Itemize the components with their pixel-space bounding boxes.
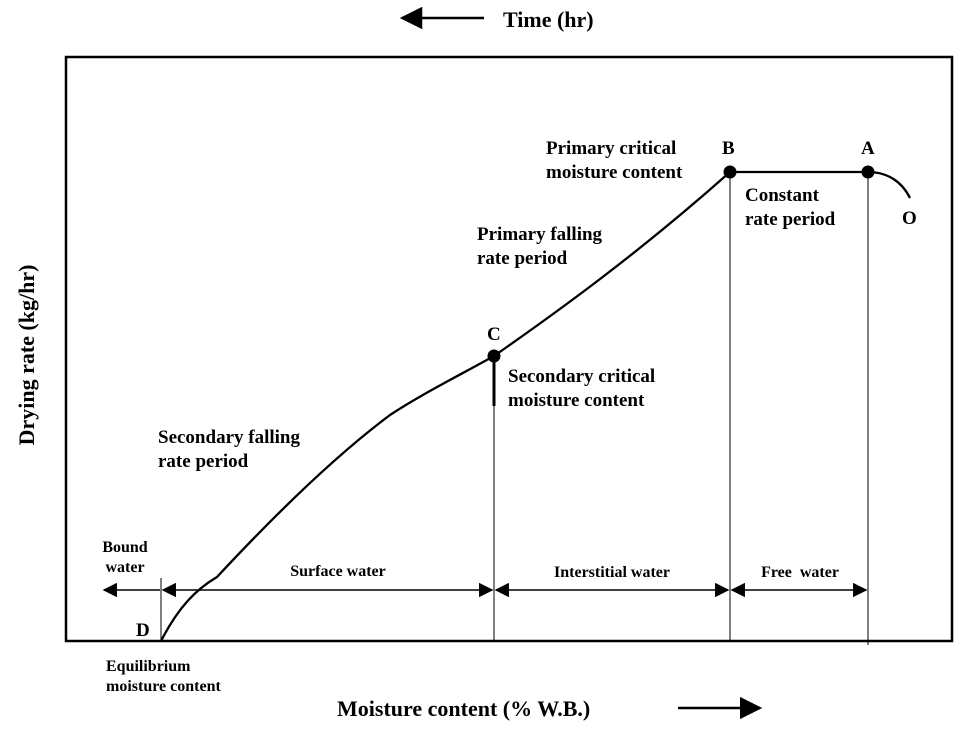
time-axis-label: Time (hr)	[503, 7, 594, 32]
y-axis-label: Drying rate (kg/hr)	[14, 265, 39, 446]
bound-water-label-1: Bound	[102, 539, 147, 556]
equilibrium-label-1: Equilibrium	[106, 658, 191, 675]
equilibrium-label-2: moisture content	[106, 678, 221, 695]
point-c-label: C	[487, 324, 501, 345]
point-b-label: B	[722, 138, 735, 159]
secondary-falling-label-2: rate period	[158, 451, 249, 472]
primary-critical-label-2: moisture content	[546, 162, 683, 183]
drying-curve	[159, 170, 912, 642]
x-axis-label: Moisture content (% W.B.)	[337, 696, 590, 721]
constant-rate-label-1: Constant	[745, 185, 820, 206]
interstitial-water-label: Interstitial water	[554, 564, 670, 581]
plot-frame	[64, 55, 954, 643]
surface-water-label: Surface water	[290, 563, 386, 580]
point-b-dot	[723, 165, 737, 179]
primary-falling-label-1: Primary falling	[477, 224, 603, 245]
point-c-dot	[487, 349, 501, 363]
secondary-critical-label-1: Secondary critical	[508, 366, 655, 387]
point-o-label: O	[902, 208, 917, 229]
constant-rate-label-2: rate period	[745, 209, 836, 230]
bound-water-label-2: water	[105, 559, 144, 576]
secondary-critical-label-2: moisture content	[508, 390, 645, 411]
point-d-label: D	[136, 620, 150, 641]
free-water-label: Free water	[761, 564, 839, 581]
primary-critical-label-1: Primary critical	[546, 138, 676, 159]
secondary-falling-label-1: Secondary falling	[158, 427, 300, 448]
point-a-dot	[861, 165, 875, 179]
primary-falling-label-2: rate period	[477, 248, 568, 269]
point-a-label: A	[861, 138, 875, 159]
